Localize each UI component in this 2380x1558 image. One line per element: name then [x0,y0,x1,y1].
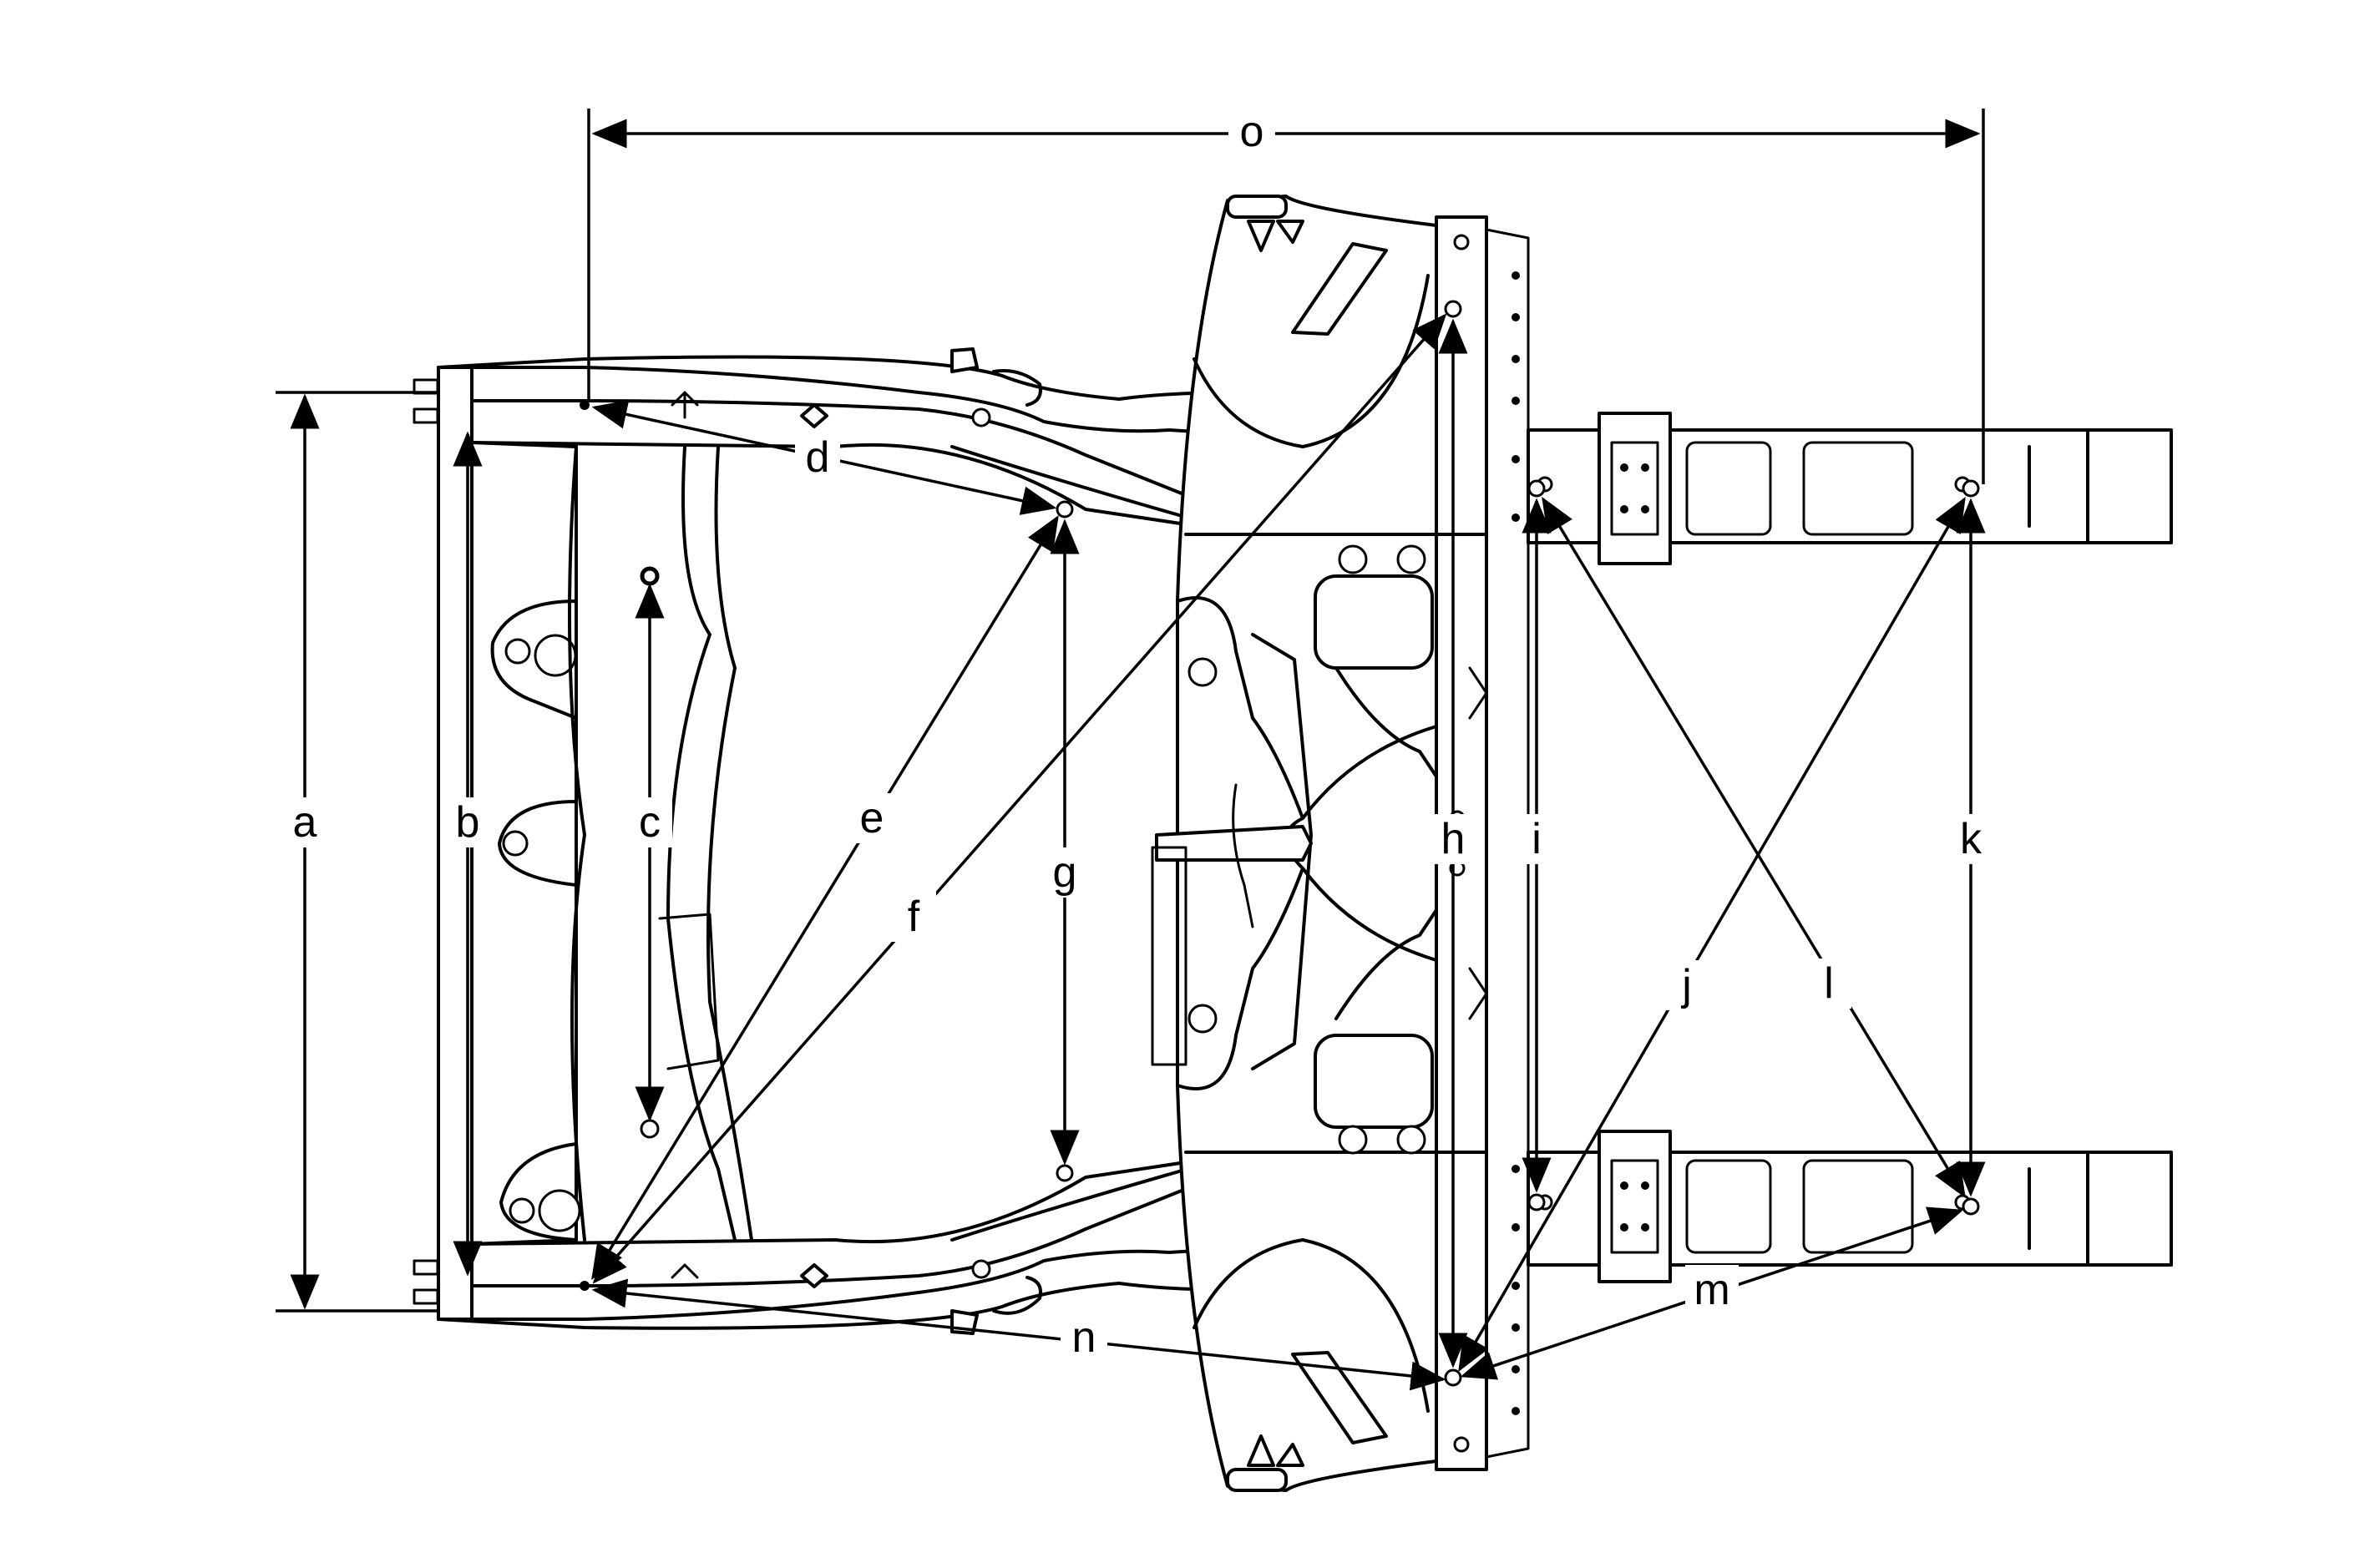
vehicle-frame-drawing [413,195,2173,1492]
dimension-l-label: l [1824,959,1834,1008]
dimension-n-line [591,1278,1446,1391]
dimension-c-label: c [639,798,661,847]
dimension-i-label: i [1532,815,1542,863]
dimension-d-label: d [806,433,830,482]
dimension-e-line [591,515,1059,1280]
rear-lower-rail [1527,1130,2173,1283]
rear-upper-rail [1527,412,2173,565]
dimension-g-label: g [1053,848,1077,897]
front-cross-member [413,366,581,1321]
dimension-o-label: o [1240,108,1264,156]
dimension-l-line [1542,497,1966,1198]
dimension-j-label: j [1680,961,1692,1009]
dimension-a-label: a [293,798,317,847]
dimension-e-label: e [860,794,884,842]
dimension-labels: a b c d e f g h i j k l m n o [282,108,1993,1365]
dimension-m-label: m [1694,1266,1729,1314]
dimension-b-label: b [456,798,480,847]
dimension-h-label: h [1441,815,1466,863]
upper-frame-rail [437,347,1279,540]
dimension-f-label: f [908,893,920,941]
dimension-f-line [592,313,1447,1284]
dimension-n-label: n [1072,1313,1096,1362]
dimension-k-label: k [1960,815,1982,863]
